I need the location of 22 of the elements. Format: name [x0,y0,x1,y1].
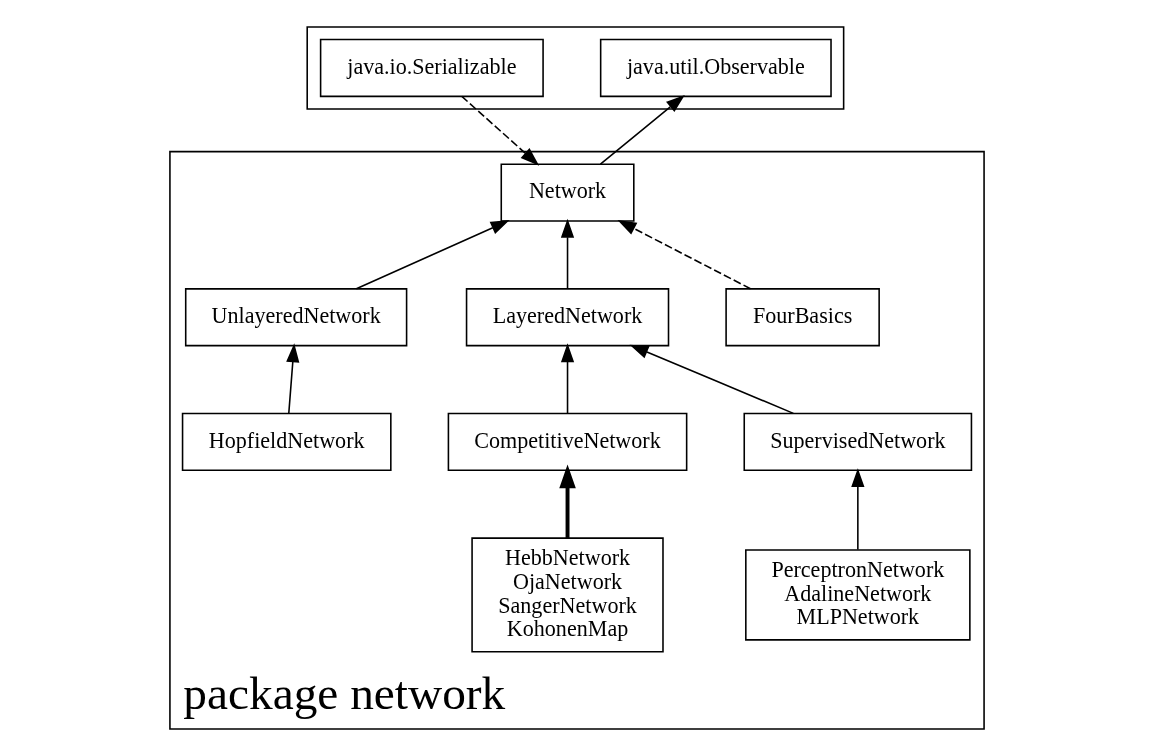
node-box: java.util.Observable [599,38,832,98]
arrow [285,343,299,415]
node-box: PerceptronNetwork AdalineNetwork MLPNetwork [744,549,971,641]
arrow [560,218,574,290]
arrow [616,219,751,290]
arrow [460,95,539,166]
node-box: HopfieldNetwork [181,412,392,472]
node-box: java.io.Serializable [319,38,544,98]
cluster [305,26,844,110]
node-box: Network [499,163,635,222]
arrow [629,344,794,415]
node-box: SupervisedNetwork [742,412,972,472]
node-box: LayeredNetwork [465,288,669,347]
arrow [558,464,576,538]
node-box: HebbNetwork OjaNetwork SangerNetwork KohonenMap [470,537,664,653]
arrow [599,94,685,165]
node-box: UnlayeredNetwork [184,288,407,347]
node-box: CompetitiveNetwork [447,412,687,472]
arrow [850,468,864,551]
arrow [355,220,510,290]
arrow [560,343,574,415]
node-box: FourBasics [724,288,880,347]
